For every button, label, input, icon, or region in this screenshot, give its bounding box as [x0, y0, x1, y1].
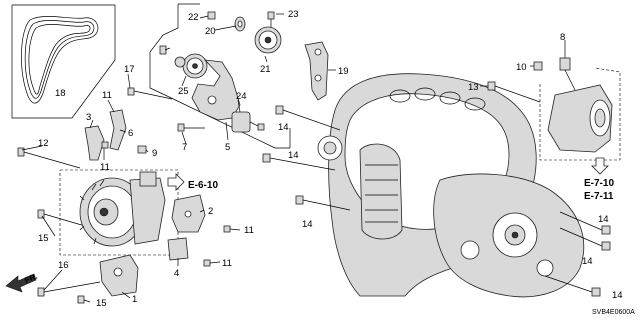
label-17: 17	[124, 64, 135, 75]
bolt-16	[37, 281, 101, 297]
bracket-19	[304, 41, 329, 101]
label-4: 4	[174, 268, 179, 279]
label-14-e: 14	[582, 256, 593, 267]
label-25: 25	[178, 86, 189, 97]
ref-e-7-11[interactable]: E-7-11	[584, 191, 614, 202]
label-14-b: 14	[288, 150, 299, 161]
label-5: 5	[225, 142, 230, 153]
label-11-upper: 11	[102, 90, 112, 101]
bolt-12	[17, 147, 81, 169]
tensioner-arm	[191, 59, 241, 121]
washer-20	[234, 16, 246, 32]
label-1: 1	[132, 294, 137, 305]
label-6: 6	[128, 128, 133, 139]
label-10: 10	[516, 62, 527, 73]
label-19: 19	[338, 66, 349, 77]
alternator-bracket-upper	[84, 109, 127, 161]
label-3: 3	[86, 112, 91, 123]
front-direction-label: FR.	[23, 272, 38, 285]
bolts-11	[101, 141, 231, 267]
bolt-15-upper	[37, 209, 86, 227]
label-21: 21	[260, 64, 271, 75]
label-14-a: 14	[278, 122, 289, 133]
bolt-22	[207, 11, 216, 20]
engine-assembly	[317, 73, 584, 298]
tensioner-24	[231, 111, 265, 133]
starter-motor	[533, 57, 613, 153]
mount-bracket-1	[99, 254, 139, 297]
idler-group-frame	[149, 4, 291, 149]
bolt-23	[267, 11, 275, 27]
bolt-7	[177, 123, 205, 132]
label-9: 9	[152, 148, 157, 159]
label-11-right: 11	[244, 225, 254, 236]
label-16: 16	[58, 260, 69, 271]
bracket-4	[167, 237, 189, 261]
label-8: 8	[560, 32, 565, 43]
long-bolts-14	[262, 81, 611, 297]
leader-lines	[21, 13, 566, 303]
label-24: 24	[236, 91, 247, 102]
label-22: 22	[188, 12, 199, 23]
nut-9	[137, 145, 147, 154]
part-number-labels: 22 20 23 21 19 25 24 5 7 17 11 3 6 9 11 …	[38, 9, 623, 309]
tensioner-pulley	[159, 45, 208, 79]
bolt-15-lower	[77, 295, 85, 304]
label-13: 13	[468, 82, 479, 93]
ref-e-7-10[interactable]: E-7-10	[584, 178, 614, 189]
label-7: 7	[182, 142, 187, 153]
starter-frame	[539, 67, 621, 161]
label-11-lower: 11	[222, 258, 232, 269]
reference-arrow-e-6-10	[167, 173, 185, 191]
label-12: 12	[38, 138, 49, 149]
label-20: 20	[205, 26, 216, 37]
drive-belt	[21, 16, 99, 104]
label-2: 2	[208, 206, 213, 217]
label-14-f: 14	[612, 290, 623, 301]
bolt-17	[127, 87, 173, 100]
reference-arrow-e-7	[591, 157, 609, 175]
ref-e-6-10[interactable]: E-6-10	[188, 180, 218, 191]
label-18: 18	[55, 88, 66, 99]
label-15-upper: 15	[38, 233, 49, 244]
front-direction-arrow	[5, 273, 37, 293]
alternator	[79, 171, 166, 247]
idler-pulley	[254, 26, 282, 54]
belt-inset	[11, 4, 116, 119]
label-23: 23	[288, 9, 299, 20]
label-14-c: 14	[302, 219, 313, 230]
label-14-d: 14	[598, 214, 609, 225]
label-11-left: 11	[100, 162, 110, 173]
diagram-code: SVB4E0600A	[592, 309, 635, 316]
bracket-2	[171, 194, 206, 233]
label-15-lower: 15	[96, 298, 107, 309]
